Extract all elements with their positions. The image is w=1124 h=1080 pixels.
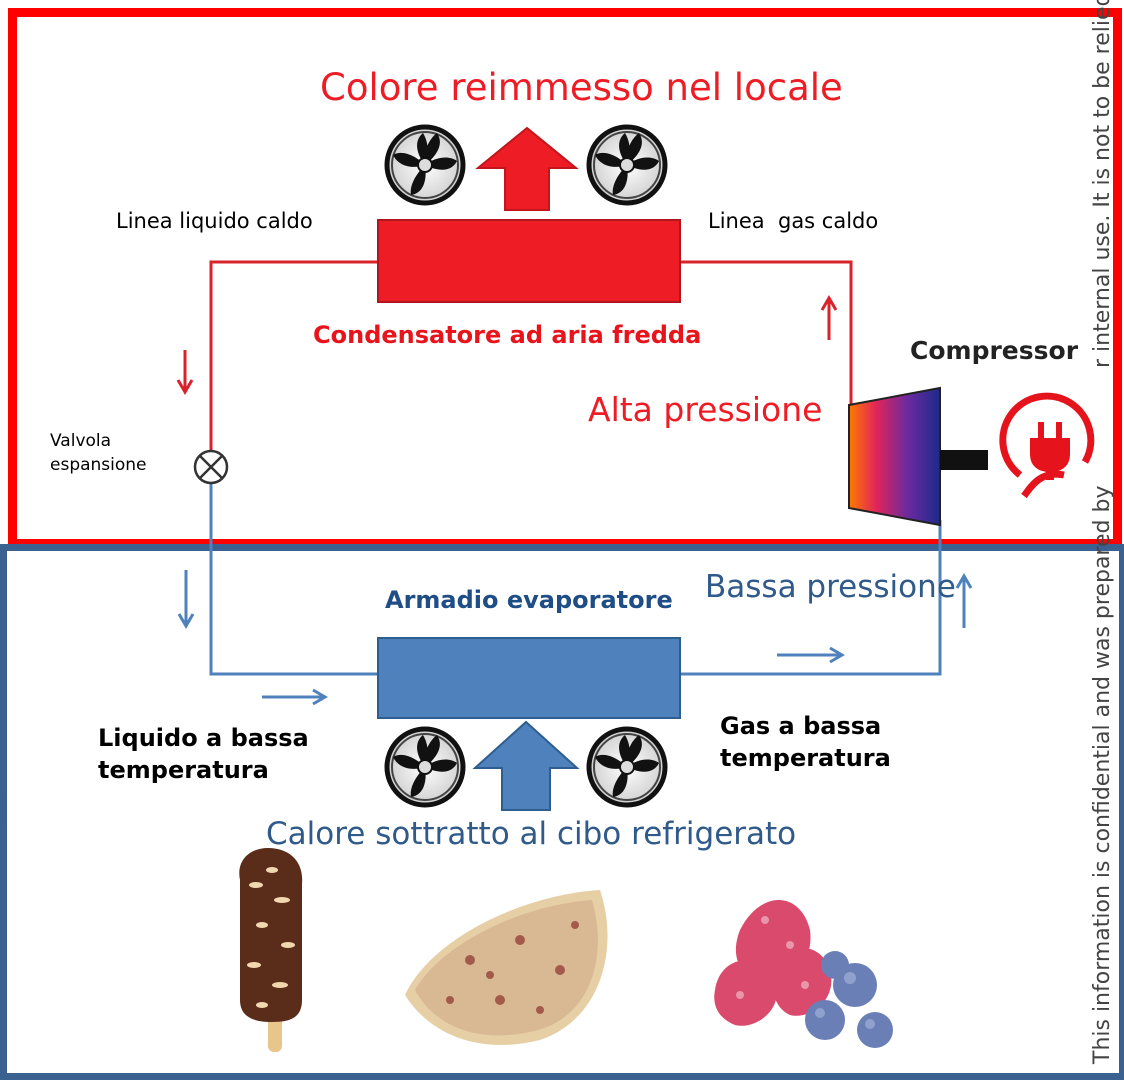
hot-liquid-line-label: Linea liquido caldo: [116, 209, 313, 233]
pizza-image: [405, 890, 608, 1045]
low-temp-gas-label: Gas a bassa temperatura: [720, 712, 891, 773]
confidential-watermark: This information is confidential and was…: [1090, 485, 1115, 1064]
low-pressure-label: Bassa pressione: [705, 569, 956, 605]
up-arrow-icon: [472, 720, 580, 811]
hot-pipe: [209, 260, 853, 452]
heat-released-title: Colore reimmesso nel locale: [320, 66, 843, 109]
hot-flow-arrows: [176, 295, 838, 395]
fan-icon: [387, 729, 463, 805]
hot-gas-line-label: Linea gas caldo: [708, 209, 879, 233]
condenser-label: Condensatore ad aria fredda: [313, 321, 702, 349]
up-arrow-icon: [475, 126, 579, 211]
heat-removed-title: Calore sottratto al cibo refrigerato: [266, 816, 797, 852]
internal-use-watermark: r internal use. It is not to be relied o: [1090, 0, 1115, 368]
evaporator-label: Armadio evaporatore: [385, 586, 673, 614]
expansion-valve-icon: [193, 449, 229, 485]
ice-cream-image: [239, 848, 303, 1052]
compressor-icon: [848, 386, 941, 527]
high-pressure-section-frame: [8, 8, 1122, 548]
power-plug-icon: [999, 392, 1095, 499]
cold-pipe: [209, 483, 942, 676]
fan-icon: [387, 127, 463, 203]
condenser-block: [377, 219, 681, 303]
expansion-valve-label: Valvola espansione: [50, 431, 147, 475]
compressor-label: Compressor: [910, 336, 1079, 365]
low-temp-liquid-label: Liquido a bassa temperatura: [98, 724, 309, 785]
cold-flow-arrows: [177, 570, 973, 706]
fan-icon: [589, 729, 665, 805]
fan-icon: [589, 127, 665, 203]
evaporator-block: [377, 637, 681, 719]
high-pressure-label: Alta pressione: [588, 390, 823, 429]
stray-letter: l: [0, 792, 9, 827]
frozen-berries-image: [714, 900, 893, 1048]
